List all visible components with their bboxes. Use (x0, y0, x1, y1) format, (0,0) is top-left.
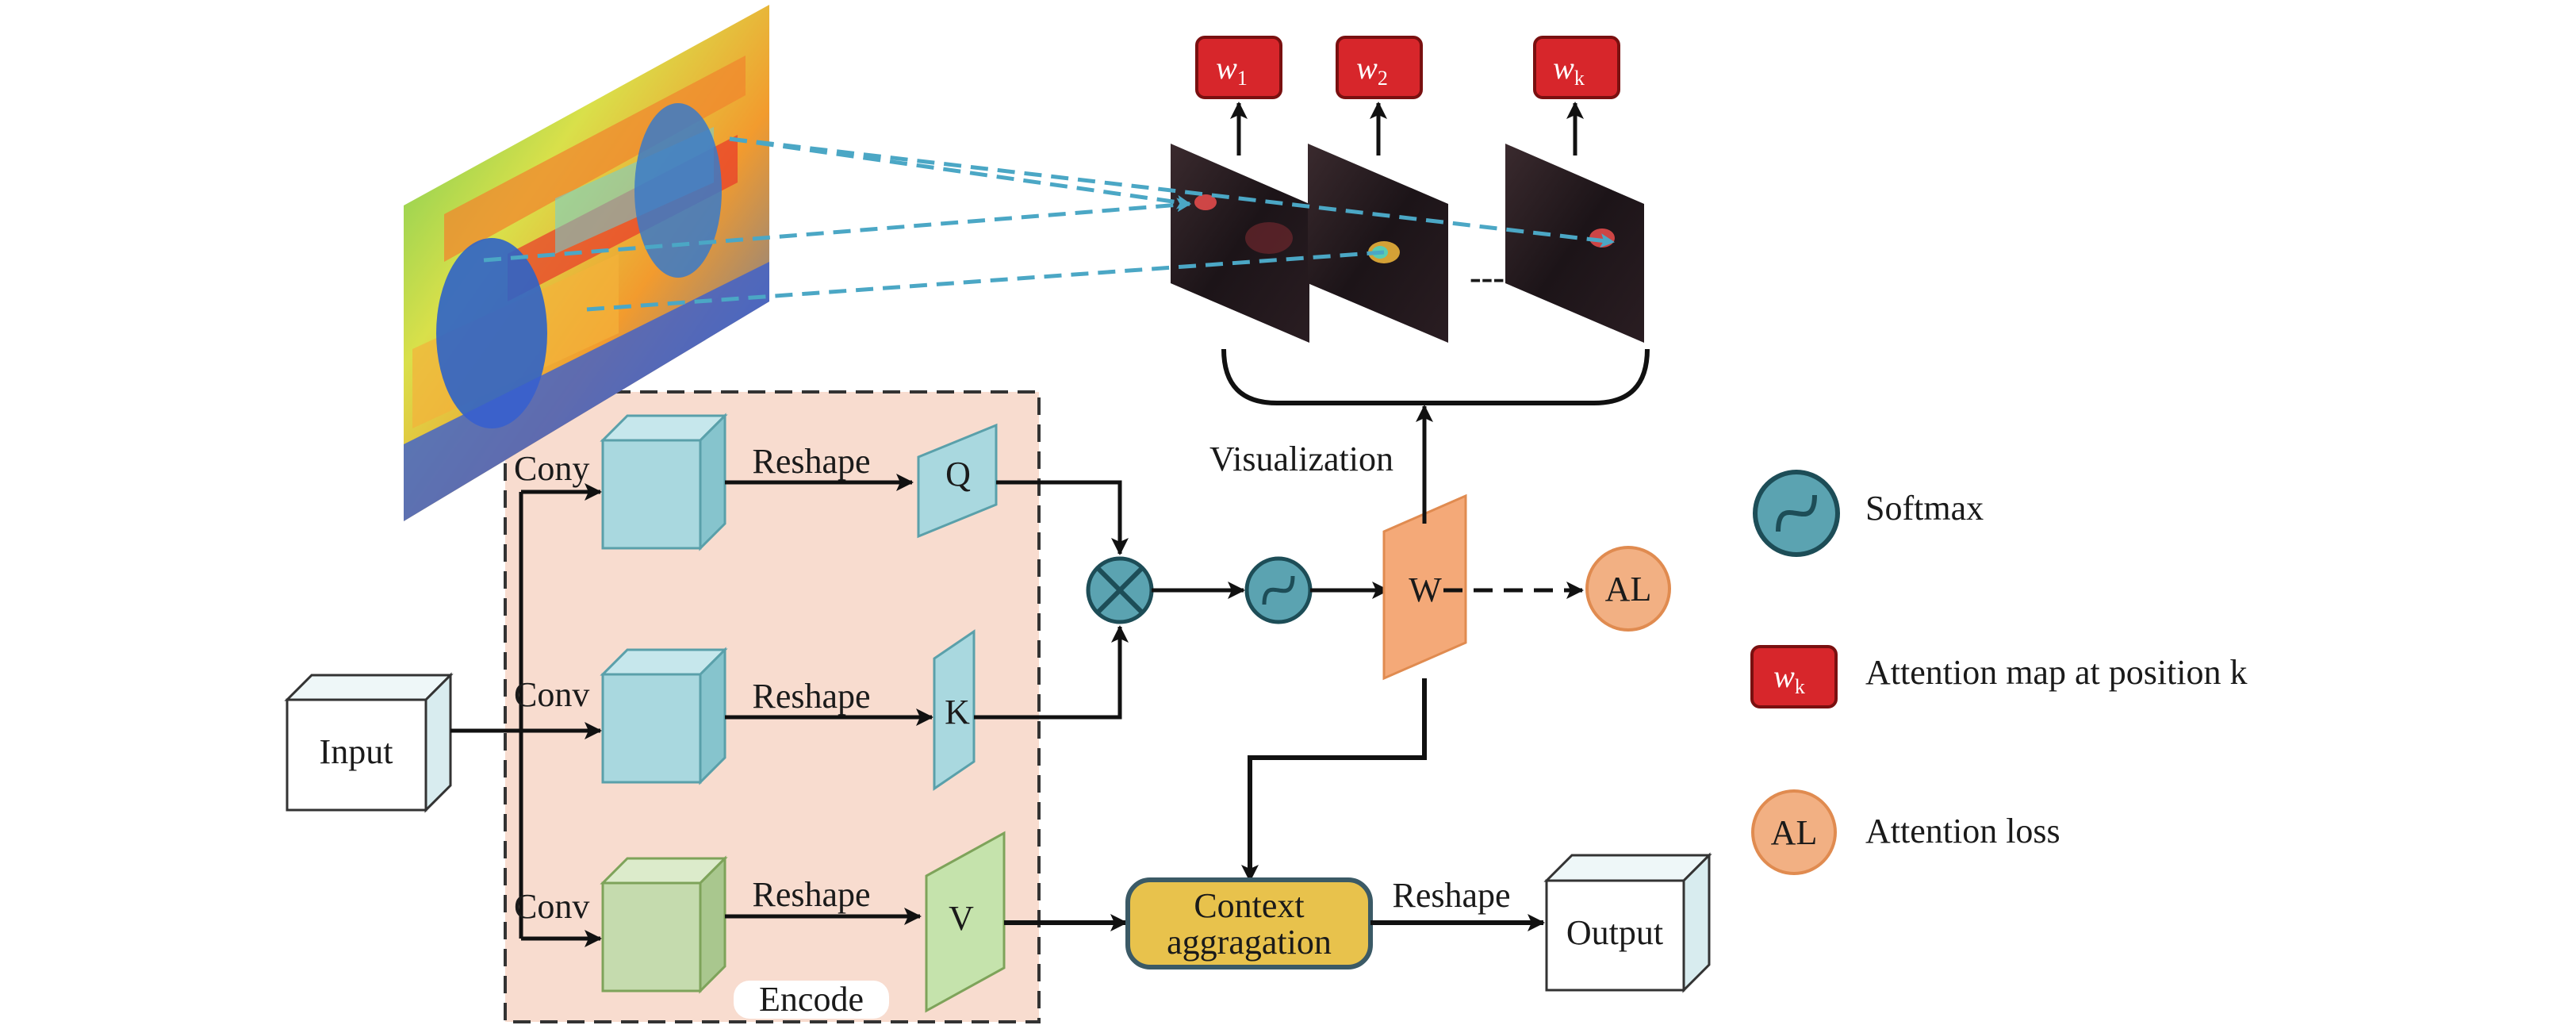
svg-text:wk: wk (1773, 658, 1805, 698)
legend-softmax-icon (1753, 470, 1840, 557)
conv-label-k: Conv (514, 675, 589, 714)
output-reshape-label: Reshape (1392, 876, 1510, 915)
output-cube (1543, 852, 1712, 993)
conv-cube-v (600, 855, 728, 994)
projection-lines (483, 136, 1615, 312)
input-branch-lines (450, 483, 602, 947)
weight-arrows (1230, 102, 1584, 156)
w-label: W (1409, 570, 1442, 609)
encode-label-bg (734, 981, 889, 1019)
qk-lines (974, 480, 1129, 720)
context-label-1: Context (1194, 886, 1304, 925)
svg-text:w2: w2 (1356, 50, 1388, 90)
al-node (1585, 546, 1671, 632)
legend-al-icon (1751, 789, 1837, 875)
reshape-label-k: Reshape (752, 677, 870, 716)
conv-cube-q (600, 413, 728, 551)
reshape-label-v: Reshape (752, 875, 870, 914)
svg-text:w1: w1 (1216, 50, 1248, 90)
visualization-bracket (1221, 348, 1650, 405)
legend-softmax-label: Softmax (1865, 489, 1984, 528)
legend-attention-map-label: Attention map at position k (1865, 653, 2248, 692)
attention-map-image-2 (1308, 144, 1448, 343)
depth-heatmap-image (404, 5, 769, 521)
reshape-label-q: Reshape (752, 442, 870, 481)
weight-box-k: wk (1533, 36, 1620, 99)
legend-al-symbol: AL (1771, 813, 1818, 852)
v-label: V (949, 899, 974, 938)
weight-box-2: w2 (1336, 36, 1423, 99)
legend-attention-map-icon: wk (1750, 645, 1838, 708)
q-matrix (917, 423, 998, 539)
input-cube (284, 672, 454, 813)
input-label: Input (320, 732, 393, 771)
context-label-2: aggragation (1167, 923, 1332, 962)
attention-map-image-1 (1171, 144, 1309, 343)
softmax-icon (1244, 556, 1313, 624)
k-matrix (933, 629, 976, 791)
v-matrix (925, 831, 1006, 1013)
svg-text:wk: wk (1553, 50, 1585, 90)
output-label: Output (1566, 913, 1663, 952)
legend-attention-loss-label: Attention loss (1865, 812, 2060, 850)
attention-map-image-k (1505, 144, 1644, 343)
w-matrix (1382, 493, 1467, 681)
visualization-label: Visualization (1209, 440, 1393, 478)
al-label: AL (1605, 570, 1652, 609)
encode-label: Encode (759, 980, 864, 1019)
q-label: Q (945, 455, 971, 493)
w-to-context-arrow (1241, 678, 1427, 882)
conv-label-v: Conv (514, 887, 589, 926)
ellipsis: --- (1470, 258, 1505, 297)
weight-box-1: w1 (1195, 36, 1282, 99)
conv-label-q: Cony (514, 449, 589, 488)
matmul-icon (1086, 556, 1154, 624)
k-label: K (945, 693, 970, 731)
conv-cube-k (600, 647, 728, 785)
